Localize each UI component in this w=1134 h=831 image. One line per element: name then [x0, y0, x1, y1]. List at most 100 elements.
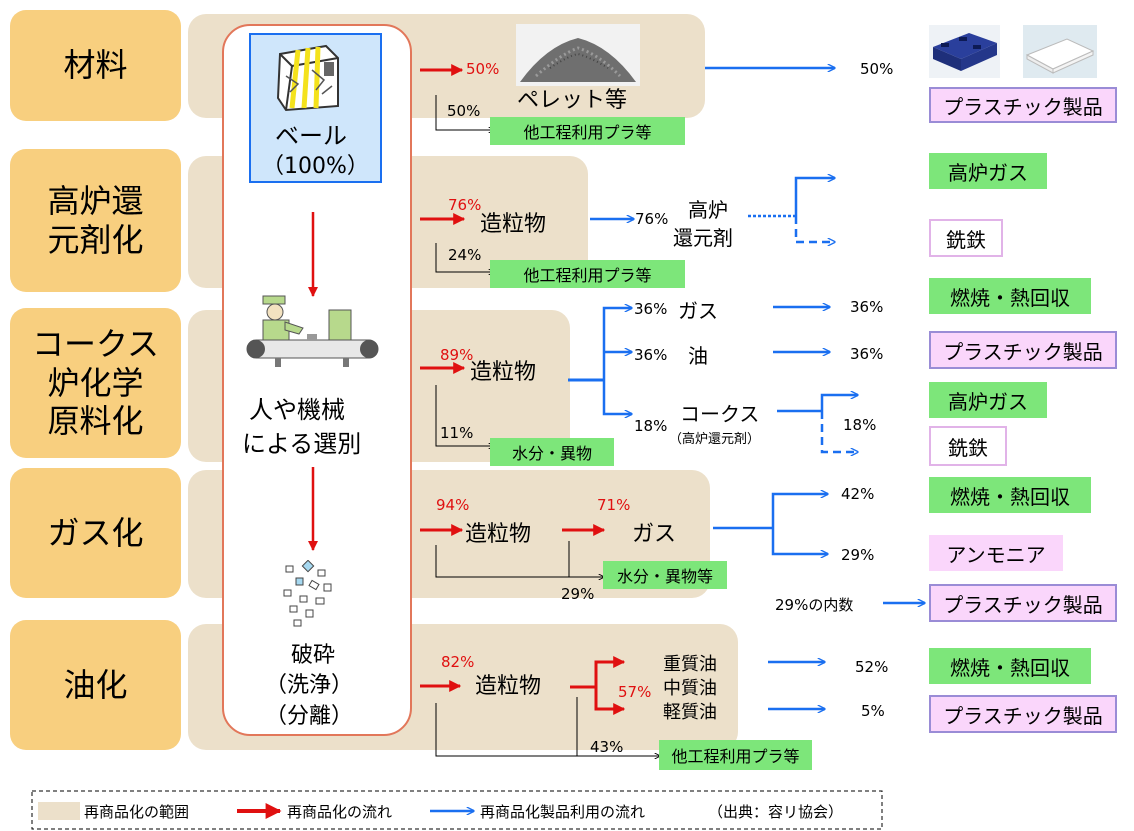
blast-iron-label: 銑鉄: [946, 227, 986, 252]
arrow-blast-other: [435, 243, 494, 272]
coke-plastic-box: プラスチック製品: [929, 331, 1117, 369]
gas-red-pct1: 94%: [436, 496, 470, 514]
blast-granule-label: 造粒物: [480, 212, 547, 237]
category-oil: 油化: [10, 620, 181, 750]
oil-plastic-label: プラスチック製品: [943, 703, 1103, 728]
bale-icon: [276, 44, 339, 112]
category-blast-line1: 高炉還: [47, 182, 144, 221]
gas-ammonia-label: アンモニア: [946, 542, 1046, 567]
arrow-agent-to-iron: [794, 216, 835, 242]
oil-granule-label: 造粒物: [475, 674, 542, 699]
gas-other-box: 水分・異物等: [603, 561, 727, 589]
gas-burn-box: 燃焼・熱回収: [929, 477, 1091, 513]
crush-label-line1: 破砕: [291, 643, 336, 668]
arrow-material-other: [435, 95, 494, 130]
gas-granule-label: 造粒物: [465, 522, 532, 547]
coke-red-pct: 89%: [440, 346, 474, 364]
crush-label-line3: （分離）: [265, 704, 354, 729]
coke-gas-pct: 36%: [634, 300, 668, 318]
coke-out-coke-pct: 18%: [843, 416, 877, 434]
category-material-label: 材料: [63, 46, 128, 85]
gas-red-pct2: 71%: [597, 496, 631, 514]
gas-out2-pct: 29%: [841, 546, 875, 564]
category-coke-label: コークス炉化学原料化: [32, 325, 159, 440]
crush-label-line2: （洗浄）: [265, 673, 354, 698]
material-black-pct: 50%: [447, 102, 481, 120]
coke-gas-label: ガス: [678, 299, 718, 323]
sorting-worker-icon: [246, 295, 379, 367]
oil-plastic-box: プラスチック製品: [929, 695, 1117, 733]
sheet-stack-image: [1023, 25, 1097, 78]
coke-other-pct: 11%: [440, 424, 474, 442]
crushed-fragments-icon: [283, 560, 332, 627]
oil-other-label: 他工程利用プラ等: [671, 747, 800, 766]
oil-out1-pct: 52%: [855, 658, 889, 676]
pallet-image: [929, 25, 1000, 78]
coke-other-box: 水分・異物: [490, 438, 614, 466]
coke-coke-pct: 18%: [634, 417, 668, 435]
sorting-label-line1: 人や機械: [249, 396, 345, 424]
blast-iron-box: 銑鉄: [929, 219, 1003, 257]
category-gas-label: ガス化: [47, 513, 144, 552]
category-coke-line3: 原料化: [47, 402, 144, 441]
oil-heavy-label: 重質油: [663, 654, 717, 675]
oil-medium-label: 中質油: [663, 678, 717, 699]
oil-burn-box: 燃焼・熱回収: [929, 648, 1091, 684]
arrow-coke-to-iron: [820, 411, 858, 452]
arrow-coke-to-coke: [602, 380, 632, 414]
oil-red-pct1: 82%: [441, 653, 475, 671]
coke-plastic-label: プラスチック製品: [943, 339, 1103, 364]
coke-granule-label: 造粒物: [470, 360, 537, 385]
category-coke-line2: 炉化学: [47, 363, 144, 402]
blast-agent-line1: 高炉: [688, 198, 728, 222]
coke-out-gas-pct: 36%: [850, 298, 884, 316]
category-blast-line2: 元剤化: [47, 220, 144, 259]
arrow-gas-other: [435, 545, 604, 577]
bale-label: ベール: [275, 122, 347, 150]
material-plastic-label: プラスチック製品: [943, 94, 1103, 119]
oil-burn-label: 燃焼・熱回収: [950, 655, 1070, 680]
pellet-pile-image: [516, 24, 640, 86]
legend-scope-label: 再商品化の範囲: [84, 803, 190, 821]
blast-other-box: 他工程利用プラ等: [490, 260, 685, 288]
legend-source-label: （出典：容リ協会）: [708, 803, 844, 821]
arrow-coke-to-gas: [602, 308, 632, 380]
gas-plastic-label: プラスチック製品: [943, 592, 1103, 617]
legend-box: [31, 790, 883, 830]
coke-iron-label: 銑鉄: [948, 435, 988, 460]
oil-other-pct: 43%: [590, 738, 624, 756]
category-gasification: ガス化: [10, 468, 181, 598]
oil-out2-pct: 5%: [861, 702, 885, 720]
oil-other-box: 他工程利用プラ等: [659, 740, 812, 770]
blast-red-pct: 76%: [448, 196, 482, 214]
gas-gas-label: ガス: [632, 522, 677, 547]
arrow-oil-other: [435, 703, 660, 756]
gas-out1-pct: 42%: [841, 485, 875, 503]
coke-blast-gas-box: 高炉ガス: [929, 382, 1047, 418]
coke-burn-label: 燃焼・熱回収: [950, 285, 1070, 310]
gas-burn-label: 燃焼・熱回収: [950, 484, 1070, 509]
category-coke-line1: コークス: [31, 325, 160, 364]
legend-use-flow-label: 再商品化製品利用の流れ: [480, 803, 646, 821]
material-other-label: 他工程利用プラ等: [523, 123, 652, 142]
arrow-oil-red-light: [594, 687, 626, 715]
blast-agent-line2: 還元剤: [673, 226, 733, 250]
legend-scope-swatch: [38, 802, 80, 820]
gas-inner-label: 29%の内数: [775, 596, 854, 614]
oil-red-pct2: 57%: [618, 683, 652, 701]
category-oil-label: 油化: [63, 665, 128, 704]
material-out-pct: 50%: [860, 60, 894, 78]
arrow-gas-to-ammonia: [771, 528, 828, 554]
gas-ammonia-box: アンモニア: [929, 535, 1063, 571]
material-plastic-box: プラスチック製品: [929, 87, 1117, 123]
arrow-gas-to-burn: [771, 494, 828, 528]
bale-percent: （100%）: [262, 154, 369, 179]
gas-other-pct: 29%: [561, 585, 595, 603]
coke-oil-label: 油: [688, 344, 708, 368]
coke-other-label: 水分・異物: [511, 444, 592, 463]
category-material: 材料: [10, 10, 181, 121]
blast-gas-label: 高炉ガス: [948, 160, 1028, 185]
coke-iron-box: 銑鉄: [929, 426, 1007, 466]
arrow-coke-other: [435, 385, 494, 446]
